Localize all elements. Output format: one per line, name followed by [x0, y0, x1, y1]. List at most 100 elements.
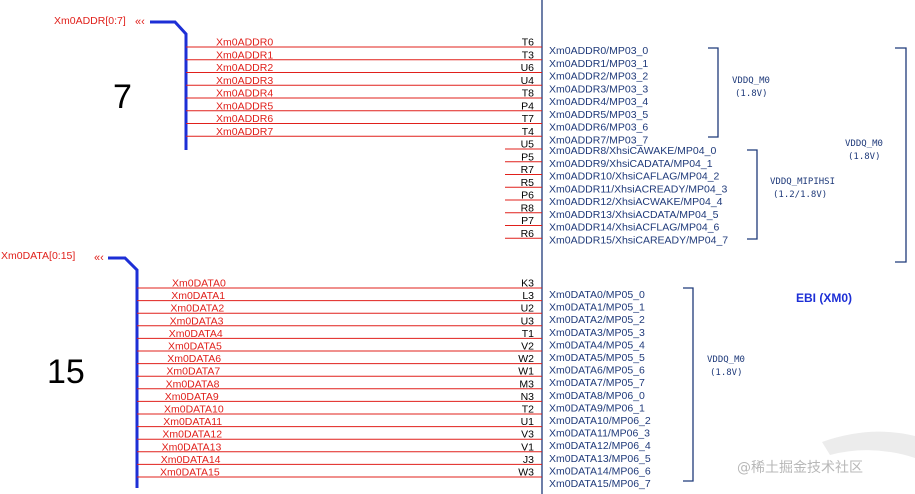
addr-ball-label: T6: [522, 37, 534, 49]
addr-net-label: Xm0ADDR5: [216, 100, 273, 112]
bracket-mp05: [683, 287, 694, 482]
data-pin-label: Xm0DATA3/MP05_3: [549, 327, 645, 339]
xhsi-ball-label: P7: [521, 215, 534, 227]
addr-pin-label: Xm0ADDR5/MP03_5: [549, 109, 648, 121]
data-count: 15: [47, 353, 85, 391]
data-ball-label: T1: [522, 328, 534, 340]
data-net-label: Xm0DATA9: [165, 391, 219, 403]
data-ball-label: T2: [522, 404, 534, 416]
data-ball-label: W2: [518, 353, 534, 365]
xhsi-pin-label: Xm0ADDR8/XhsiCAWAKE/MP04_0: [549, 145, 716, 157]
data-ball-label: L3: [522, 290, 534, 302]
addr-net-label: Xm0ADDR1: [216, 49, 273, 61]
data-pin-label: Xm0DATA1/MP05_1: [549, 302, 645, 314]
data-bus-line: [108, 256, 139, 488]
data-net-label: Xm0DATA10: [164, 404, 224, 416]
data-ball-label: V1: [521, 441, 534, 453]
data-pin-label: Xm0DATA0/MP05_0: [549, 289, 645, 301]
domain-mp03-name: VDDQ_M0: [732, 76, 770, 86]
addr-ball-label: U6: [521, 62, 535, 74]
xhsi-ball-label: R6: [521, 228, 535, 240]
addr-pin-label: Xm0ADDR6/MP03_6: [549, 122, 648, 134]
xhsi-ball-label: P6: [521, 190, 534, 202]
data-ball-label: N3: [521, 391, 535, 403]
domain-mp04-voltage: (1.2/1.8V): [773, 190, 827, 200]
addr-net-label: Xm0ADDR4: [216, 88, 273, 100]
data-pin-label: Xm0DATA5/MP05_5: [549, 352, 645, 364]
data-pin-label: Xm0DATA12/MP06_4: [549, 440, 651, 452]
xhsi-pin-label: Xm0ADDR15/XhsiCAREADY/MP04_7: [549, 234, 728, 246]
xhsi-ball-label: R7: [521, 164, 535, 176]
addr-bus-arrow-icon: «‹: [135, 16, 145, 28]
data-pin-label: Xm0DATA14/MP06_6: [549, 465, 651, 477]
data-ball-label: K3: [521, 278, 534, 290]
data-pin-label: Xm0DATA6/MP05_6: [549, 365, 645, 377]
data-ball-label: M3: [519, 378, 534, 390]
addr-count: 7: [113, 78, 132, 116]
xhsi-ball-label: R8: [521, 202, 535, 214]
data-pin-label: Xm0DATA8/MP06_0: [549, 390, 645, 402]
xhsi-pin-label: Xm0ADDR14/XhsiACFLAG/MP04_6: [549, 222, 720, 234]
data-bus-arrow-icon: «‹: [94, 252, 104, 264]
domain-outer-name: VDDQ_M0: [845, 139, 883, 149]
data-pin-label: Xm0DATA11/MP06_3: [549, 428, 650, 440]
addr-net-label: Xm0ADDR2: [216, 62, 273, 74]
addr-bus-label: Xm0ADDR[0:7]: [54, 15, 126, 27]
data-net-label: Xm0DATA4: [169, 328, 223, 340]
data-ball-label: J3: [523, 454, 534, 466]
xhsi-pin-label: Xm0ADDR11/XhsiACREADY/MP04_3: [549, 183, 728, 195]
data-net-label: Xm0DATA3: [170, 315, 224, 327]
addr-ball-label: T8: [522, 88, 534, 100]
xhsi-pin-label: Xm0ADDR12/XhsiACWAKE/MP04_4: [549, 196, 723, 208]
data-pin-label: Xm0DATA9/MP06_1: [549, 402, 645, 414]
xhsi-pin-label: Xm0ADDR9/XhsiCADATA/MP04_1: [549, 158, 713, 170]
data-ball-label: V3: [521, 429, 534, 441]
addr-net-label: Xm0ADDR0: [216, 37, 273, 49]
domain-mp04-name: VDDQ_MIPIHSI: [770, 177, 835, 187]
data-net-label: Xm0DATA13: [162, 441, 222, 453]
addr-pin-label: Xm0ADDR1/MP03_1: [549, 58, 648, 70]
addr-net-label: Xm0ADDR3: [216, 75, 273, 87]
domain-mp03-voltage: (1.8V): [735, 89, 768, 99]
data-bus-label: Xm0DATA[0:15]: [1, 250, 75, 262]
addr-ball-label: T4: [522, 126, 534, 138]
data-net-label: Xm0DATA7: [166, 366, 220, 378]
data-ball-label: V2: [521, 341, 534, 353]
data-net-label: Xm0DATA5: [168, 341, 222, 353]
data-pin-label: Xm0DATA4/MP05_4: [549, 339, 645, 351]
data-net-label: Xm0DATA0: [172, 278, 226, 290]
bracket-mp04: [747, 149, 758, 240]
data-ball-label: W1: [518, 366, 534, 378]
domain-mp05-voltage: (1.8V): [710, 368, 743, 378]
domain-outer-voltage: (1.8V): [848, 152, 881, 162]
data-pin-label: Xm0DATA15/MP06_7: [549, 478, 651, 490]
xhsi-ball-label: R5: [521, 177, 535, 189]
data-net-label: Xm0DATA8: [166, 378, 220, 390]
data-net-label: Xm0DATA12: [162, 429, 222, 441]
data-ball-label: U3: [521, 315, 535, 327]
data-net-label: Xm0DATA2: [170, 303, 224, 315]
addr-net-label: Xm0ADDR6: [216, 113, 273, 125]
data-pin-label: Xm0DATA2/MP05_2: [549, 314, 645, 326]
addr-ball-label: P4: [521, 100, 534, 112]
addr-pin-label: Xm0ADDR3/MP03_3: [549, 83, 648, 95]
data-net-label: Xm0DATA14: [161, 454, 221, 466]
addr-pin-label: Xm0ADDR2/MP03_2: [549, 71, 648, 83]
xhsi-ball-label: U5: [521, 139, 535, 151]
data-pin-label: Xm0DATA13/MP06_5: [549, 453, 651, 465]
addr-pin-label: Xm0ADDR7/MP03_7: [549, 134, 648, 146]
data-ball-label: U1: [521, 416, 535, 428]
data-ball-label: U2: [521, 303, 535, 315]
xhsi-pin-label: Xm0ADDR13/XhsiACDATA/MP04_5: [549, 209, 719, 221]
addr-ball-label: U4: [521, 75, 535, 87]
watermark-swoosh: [822, 431, 915, 458]
addr-net-label: Xm0ADDR7: [216, 126, 273, 138]
data-ball-label: W3: [518, 467, 534, 479]
data-net-label: Xm0DATA11: [163, 416, 222, 428]
bracket-outer: [895, 47, 907, 263]
addr-ball-label: T7: [522, 113, 534, 125]
addr-bus-line: [150, 20, 188, 150]
